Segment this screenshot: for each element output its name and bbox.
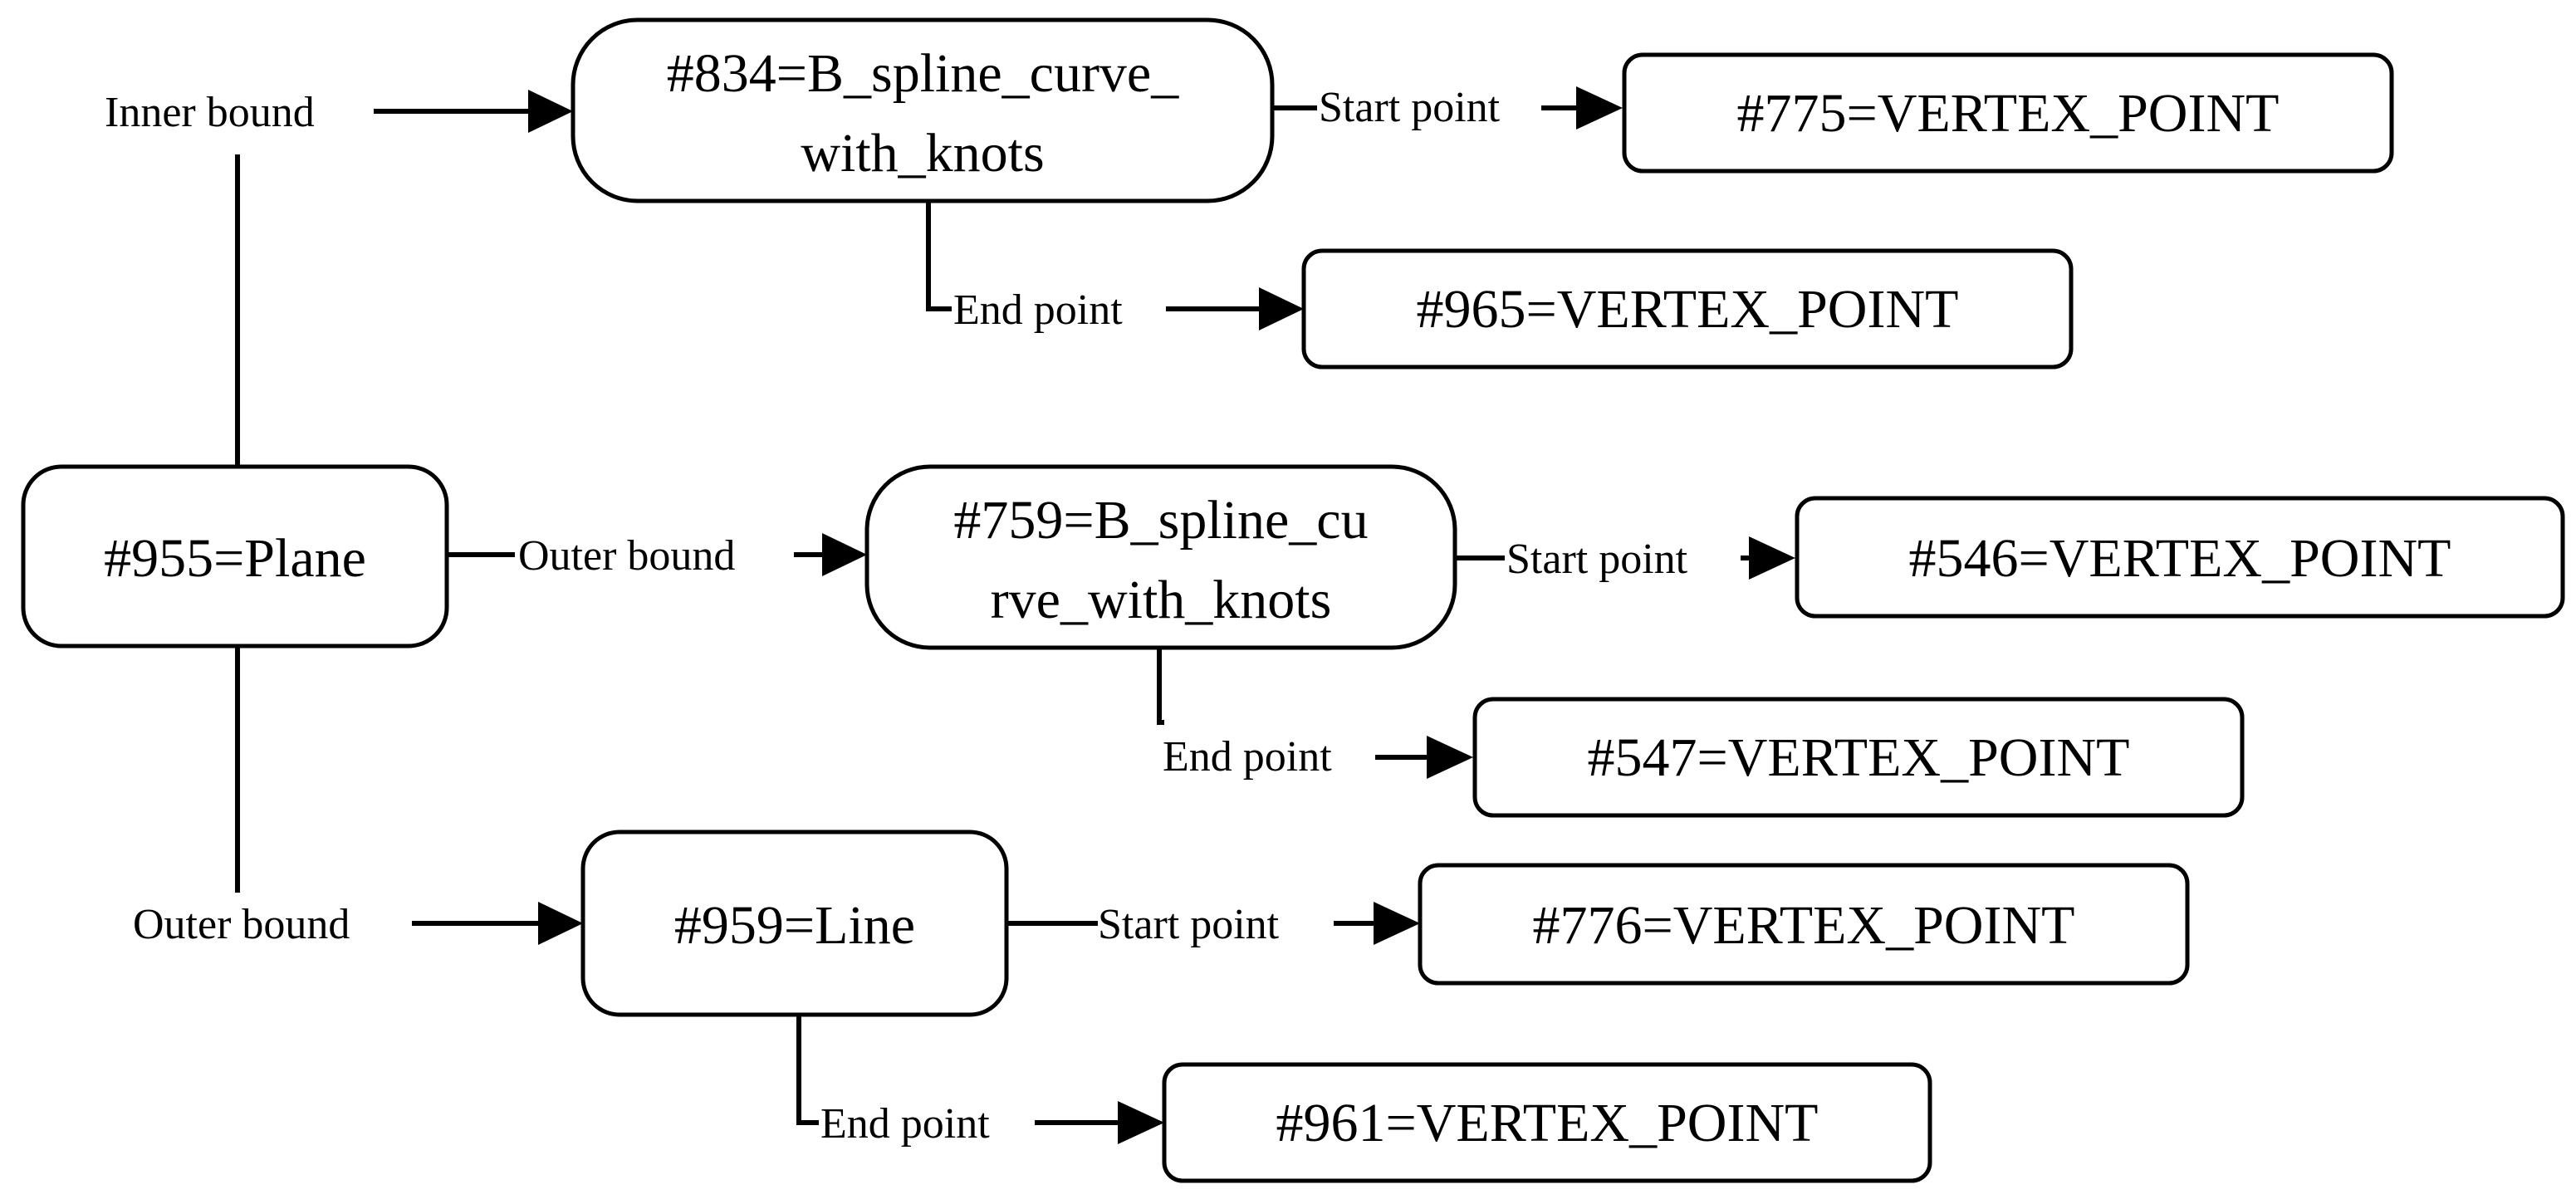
outer-bound-bottom-label: Outer bound (133, 901, 350, 948)
vertex-776-node-label: #776=VERTEX_POINT (1533, 895, 2075, 956)
vertex-546-node-box (1795, 496, 2565, 619)
bspline-759-node-label-line2: rve_with_knots (991, 570, 1332, 630)
vertex-547-node-box (1472, 697, 2245, 818)
end-point-834-label: End point (953, 286, 1123, 334)
outer-bound-middle-arrowhead (822, 533, 867, 576)
line-959-node-label: #959=Line (674, 895, 915, 956)
end-point-759-arrowhead (1427, 736, 1473, 779)
vertex-776-node-box (1418, 863, 2190, 986)
bspline-834-node-label-line1: #834=B_spline_curve_ (667, 43, 1179, 104)
end-point-834-lead-line (926, 201, 952, 311)
bspline-759-node-label-line1: #759=B_spline_cu (953, 490, 1368, 551)
end-point-959-lead-line (796, 1015, 819, 1125)
line-959-node-box (580, 830, 1009, 1017)
vertex-775-node-label: #775=VERTEX_POINT (1737, 83, 2280, 144)
vertex-965-node-box (1301, 248, 2074, 370)
bspline-834-node-label-line2: with_knots (801, 123, 1044, 184)
bspline-759-node-box (864, 464, 1457, 650)
outer-bound-middle-label: Outer bound (518, 532, 735, 580)
end-point-759-label: End point (1163, 733, 1332, 781)
end-point-959-label: End point (820, 1100, 990, 1148)
outer-bound-bottom-arrowhead (538, 902, 583, 945)
plane-node-label: #955=Plane (104, 528, 366, 589)
vertex-965-node-label: #965=VERTEX_POINT (1417, 279, 1959, 340)
inner-bound-arrowhead (528, 90, 573, 133)
end-point-834-arrowhead (1259, 287, 1304, 330)
end-point-959-arrowhead (1118, 1101, 1164, 1144)
bspline-834-node-box (571, 17, 1275, 203)
start-point-834-label: Start point (1319, 84, 1501, 131)
vertex-546-node-label: #546=VERTEX_POINT (1909, 528, 2451, 589)
start-point-959-label: Start point (1098, 901, 1280, 948)
start-point-834-arrowhead (1576, 86, 1623, 130)
vertex-961-node-box (1162, 1062, 1932, 1183)
start-point-759-label: Start point (1506, 536, 1688, 583)
inner-bound-label: Inner bound (105, 89, 315, 136)
end-point-759-lead-line (1157, 648, 1164, 725)
start-point-759-arrowhead (1749, 536, 1795, 580)
vertex-961-node-label: #961=VERTEX_POINT (1276, 1093, 1819, 1153)
start-point-959-arrowhead (1374, 902, 1420, 945)
vertex-547-node-label: #547=VERTEX_POINT (1588, 727, 2130, 788)
plane-node-box (21, 464, 449, 648)
vertex-775-node-box (1622, 52, 2394, 174)
